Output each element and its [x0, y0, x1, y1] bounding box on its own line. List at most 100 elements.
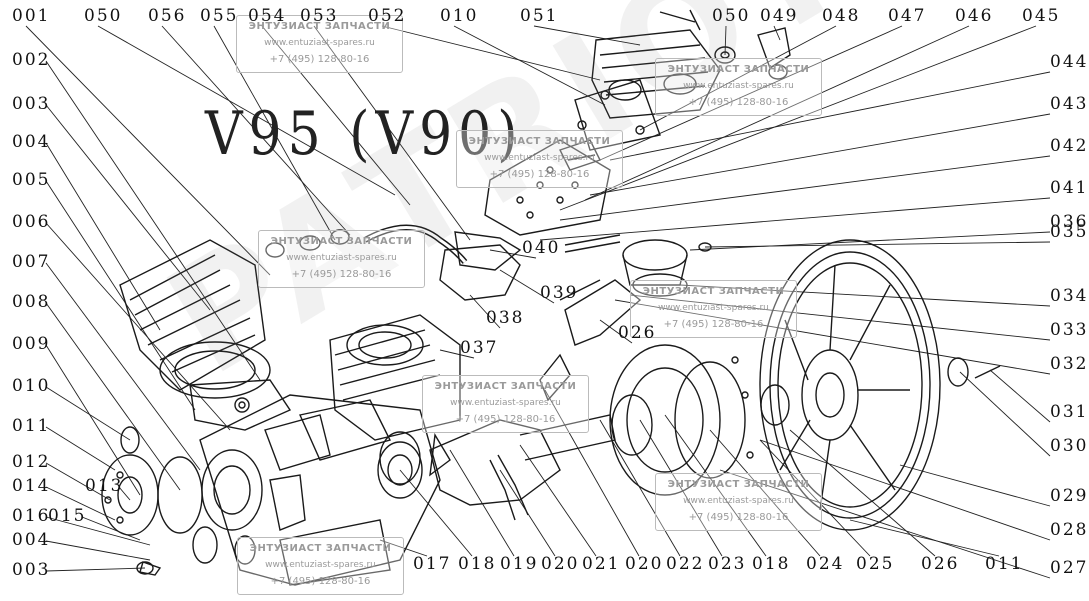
leader-line — [709, 429, 821, 557]
callout-020: 020 — [625, 554, 664, 574]
callout-056: 056 — [148, 6, 187, 26]
leader-line — [489, 249, 537, 259]
callout-052: 052 — [368, 6, 407, 26]
leader-lines — [25, 25, 1051, 579]
callout-055: 055 — [200, 6, 239, 26]
callout-016: 016 — [12, 506, 51, 526]
leader-line — [45, 60, 261, 381]
callout-025: 025 — [856, 554, 895, 574]
leader-line — [519, 444, 597, 557]
leader-line — [759, 439, 1051, 541]
leader-line — [559, 155, 1051, 221]
leader-line — [45, 426, 116, 471]
leader-line — [453, 25, 606, 106]
cylinder-right — [299, 314, 461, 461]
leader-line — [45, 142, 161, 331]
callout-021: 021 — [582, 554, 621, 574]
callout-040: 040 — [522, 238, 561, 258]
leader-line — [533, 25, 641, 46]
small-parts — [104, 431, 451, 576]
callout-019: 019 — [500, 554, 539, 574]
leader-line — [679, 284, 1051, 307]
callout-009: 009 — [12, 334, 51, 354]
callout-030: 030 — [1050, 436, 1089, 456]
callout-006: 006 — [12, 212, 51, 232]
leader-line — [439, 349, 475, 359]
callout-045: 045 — [1022, 6, 1061, 26]
model-title: V95 (V90) — [205, 100, 524, 169]
leader-line — [599, 319, 633, 344]
callout-004: 004 — [12, 132, 51, 152]
leader-line — [759, 439, 871, 557]
leader-line — [45, 262, 201, 471]
leader-line — [45, 104, 211, 311]
callout-037: 037 — [460, 338, 499, 358]
callout-010: 010 — [440, 6, 479, 26]
bearing-housing — [609, 344, 790, 496]
callout-018: 018 — [752, 554, 791, 574]
side-cover — [101, 426, 256, 575]
flywheel — [759, 239, 1001, 531]
leader-line — [989, 369, 1051, 423]
callout-024: 024 — [806, 554, 845, 574]
leader-line — [118, 486, 131, 501]
leader-line — [629, 294, 1051, 341]
callout-026: 026 — [618, 323, 657, 343]
leader-line — [381, 25, 601, 81]
callout-053: 053 — [300, 6, 339, 26]
callout-050: 050 — [84, 6, 123, 26]
callout-041: 041 — [1050, 178, 1089, 198]
leader-line — [45, 540, 151, 561]
leader-line — [81, 516, 141, 541]
callout-039: 039 — [540, 283, 579, 303]
callout-014: 014 — [12, 476, 51, 496]
leader-line — [719, 469, 1051, 579]
callout-036: 036 — [1050, 212, 1089, 232]
callout-010: 010 — [12, 376, 51, 396]
leader-line — [559, 25, 1037, 211]
valve-plate-upper — [484, 27, 791, 236]
leader-line — [45, 462, 111, 501]
callout-008: 008 — [12, 292, 51, 312]
callout-050: 050 — [712, 6, 751, 26]
callout-003: 003 — [12, 94, 51, 114]
leader-line — [689, 231, 1051, 251]
leader-line — [664, 414, 767, 557]
callout-042: 042 — [1050, 136, 1089, 156]
leader-line — [45, 180, 196, 411]
callout-043: 043 — [1050, 94, 1089, 114]
callout-001: 001 — [12, 6, 51, 26]
callout-015: 015 — [48, 506, 87, 526]
callout-011: 011 — [985, 554, 1024, 574]
leader-line — [449, 449, 515, 557]
leader-line — [899, 464, 1051, 507]
callout-012: 012 — [12, 452, 51, 472]
leader-line — [161, 25, 351, 236]
leader-line — [261, 25, 411, 206]
callout-034: 034 — [1050, 286, 1089, 306]
callout-013: 013 — [85, 476, 124, 496]
callout-004: 004 — [12, 530, 51, 550]
callout-032: 032 — [1050, 354, 1089, 374]
callout-033: 033 — [1050, 320, 1089, 340]
leader-line — [45, 567, 146, 572]
callout-017: 017 — [413, 554, 452, 574]
leader-line — [849, 519, 1000, 557]
callout-011: 011 — [12, 416, 51, 436]
leader-line — [45, 344, 141, 496]
leader-line — [313, 25, 471, 241]
callout-049: 049 — [760, 6, 799, 26]
callout-047: 047 — [888, 6, 927, 26]
callout-054: 054 — [248, 6, 287, 26]
leader-line — [609, 71, 1051, 161]
leader-line — [25, 25, 271, 276]
leader-line — [45, 516, 151, 546]
leader-line — [773, 25, 781, 41]
